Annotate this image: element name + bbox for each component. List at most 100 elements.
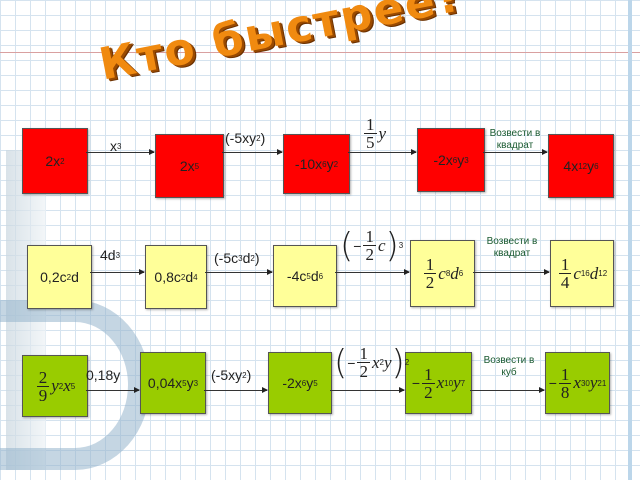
exponent: 8 xyxy=(445,269,451,278)
term: − xyxy=(548,375,557,391)
exponent: 21 xyxy=(597,378,607,388)
exponent: 2 xyxy=(333,159,339,169)
variable: c xyxy=(573,263,581,283)
exponent: 3 xyxy=(115,250,121,260)
exponent: 2 xyxy=(379,358,384,367)
denominator: 8 xyxy=(560,382,570,402)
exponent: 6 xyxy=(322,159,327,169)
exponent: 6 xyxy=(301,378,307,388)
exponent: 2 xyxy=(180,272,186,282)
exponent: 5 xyxy=(306,271,311,281)
exponent: 3 xyxy=(464,155,469,165)
arrow xyxy=(473,269,550,275)
exponent: 3 xyxy=(117,141,122,151)
arrow xyxy=(86,149,155,155)
term: -2x xyxy=(433,152,453,168)
arrow xyxy=(330,387,405,393)
exponent: 5 xyxy=(70,381,76,391)
exponent: 7 xyxy=(460,378,466,388)
slide-title: Кто быстрее? xyxy=(95,0,468,91)
instruction-label: Возвести в квадрат xyxy=(489,128,541,151)
term: d xyxy=(310,268,319,284)
exponent: 2 xyxy=(256,133,261,143)
math-expression: 0,18y xyxy=(86,367,120,383)
term: 0,2c xyxy=(40,269,67,285)
term: 0,8c xyxy=(154,269,181,285)
term: 0,18y xyxy=(86,367,121,383)
numerator: 1 xyxy=(363,227,376,246)
term: − xyxy=(411,375,421,391)
margin-line xyxy=(0,52,640,53)
exponent: 3 xyxy=(238,253,243,263)
variable: x xyxy=(371,352,380,372)
term: ) xyxy=(246,367,252,383)
denominator: 2 xyxy=(424,382,433,402)
exponent: 3 xyxy=(398,241,404,250)
term: d xyxy=(185,269,194,285)
term: 4d xyxy=(100,247,116,263)
term: ) xyxy=(254,250,260,266)
numerator: 2 xyxy=(36,367,50,387)
term: − xyxy=(353,237,362,254)
operation-label: 0,18y xyxy=(86,367,120,383)
exponent: 6 xyxy=(452,155,458,165)
parenthesis: ( xyxy=(334,342,348,383)
variable: y xyxy=(383,352,392,372)
numerator: 1 xyxy=(558,364,572,384)
numerator: 1 xyxy=(423,255,437,274)
variable: y xyxy=(378,123,387,143)
exponent: 5 xyxy=(182,378,187,388)
arrow xyxy=(86,387,140,393)
term: 2x xyxy=(45,153,61,169)
exponent: 2 xyxy=(66,272,72,282)
term: ) xyxy=(260,130,266,146)
variable: y xyxy=(51,376,59,395)
exponent: 12 xyxy=(598,269,608,278)
exponent: 2 xyxy=(60,156,65,166)
numerator: 1 xyxy=(558,255,572,274)
variable: y xyxy=(453,373,461,392)
exponent: 10 xyxy=(444,378,454,388)
exponent: 30 xyxy=(580,378,590,388)
exponent: 2 xyxy=(404,358,410,367)
arrow xyxy=(348,149,417,155)
term: d xyxy=(242,250,251,266)
variable: y xyxy=(589,373,598,392)
exponent: 2 xyxy=(250,253,255,263)
variable: c xyxy=(438,263,446,283)
term: 4x xyxy=(563,158,579,174)
term: (-5xy xyxy=(225,130,257,146)
variable: d xyxy=(589,263,599,283)
exponent: 16 xyxy=(580,269,590,278)
slide-border xyxy=(628,0,632,480)
